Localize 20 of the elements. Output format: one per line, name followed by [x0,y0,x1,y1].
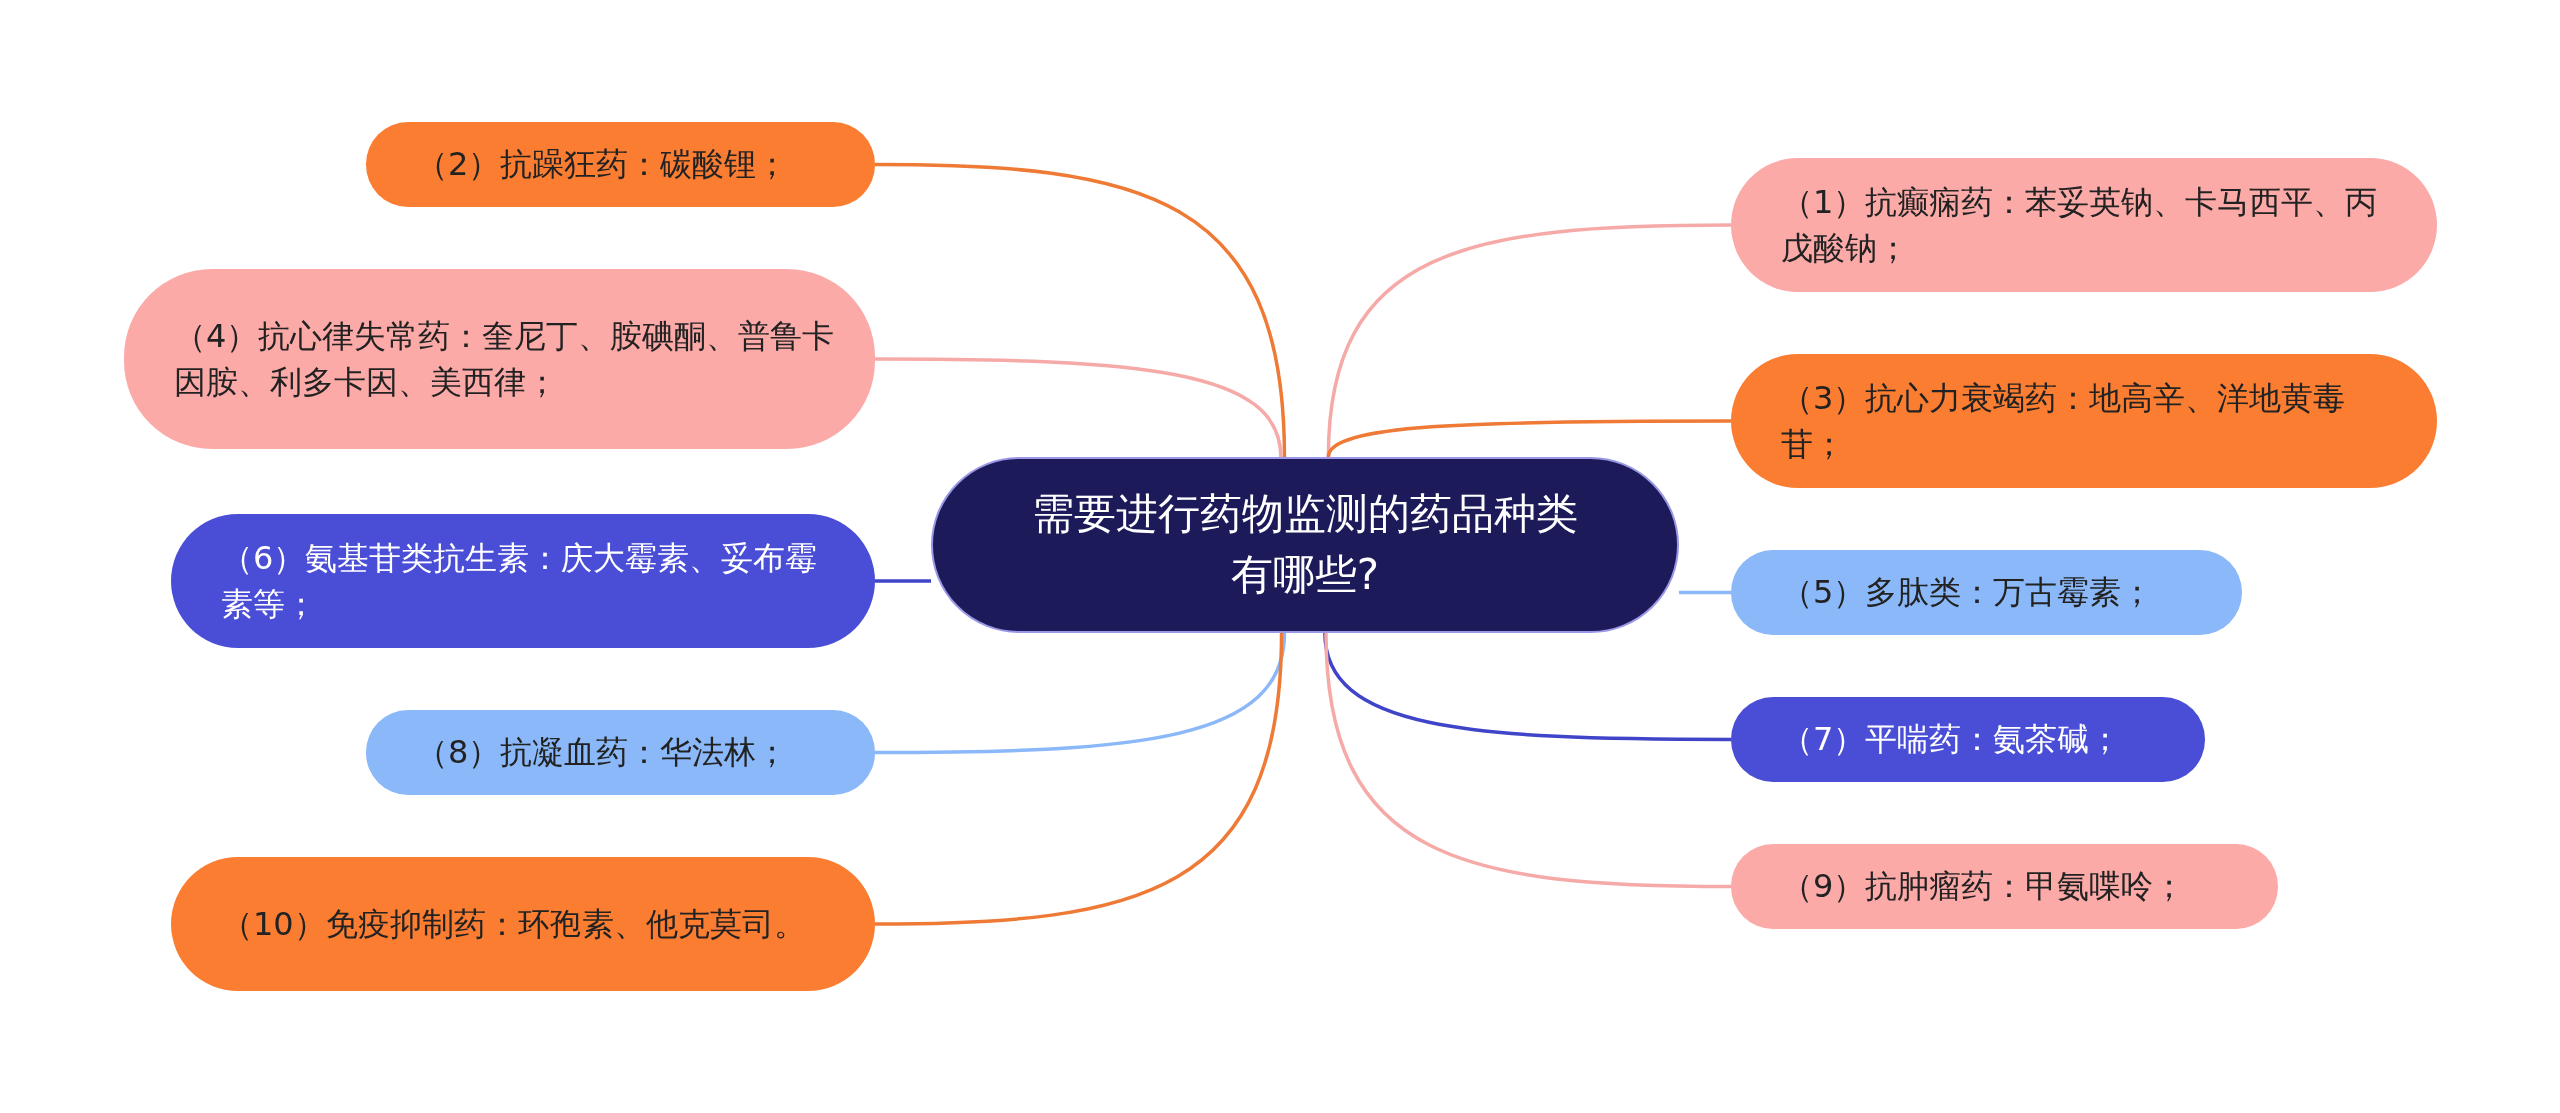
topic-box: （8）抗凝血药：华法林； [366,710,875,795]
connector-line [1679,590,1731,595]
topic-box: （3）抗心力衰竭药：地高辛、洋地黄毒苷； [1731,354,2437,488]
topic-box: （10）免疫抑制药：环孢素、他克莫司。 [171,857,875,991]
topic-box: （5）多肽类：万古霉素； [1731,550,2242,635]
connector-line [875,579,931,583]
connector-line [1326,419,1731,458]
topic-box: （7）平喘药：氨茶碱； [1731,697,2205,782]
topic-box: （9）抗肿瘤药：甲氨喋呤； [1731,844,2278,929]
central-topic-box: 需要进行药物监测的药品种类有哪些? [931,457,1679,633]
topic-box: （6）氨基苷类抗生素：庆大霉素、妥布霉素等； [171,514,875,648]
topic-box: （2）抗躁狂药：碳酸锂； [366,122,875,207]
connector-line [1323,632,1731,742]
connector-line [875,632,1287,755]
connector-line [875,357,1283,458]
connector-line [875,162,1287,458]
connector-line [875,632,1284,926]
topic-box: （1）抗癫痫药：苯妥英钠、卡马西平、丙戊酸钠； [1731,158,2437,292]
connector-line [1324,632,1731,889]
topic-box: （4）抗心律失常药：奎尼丁、胺碘酮、普鲁卡因胺、利多卡因、美西律； [124,269,875,449]
